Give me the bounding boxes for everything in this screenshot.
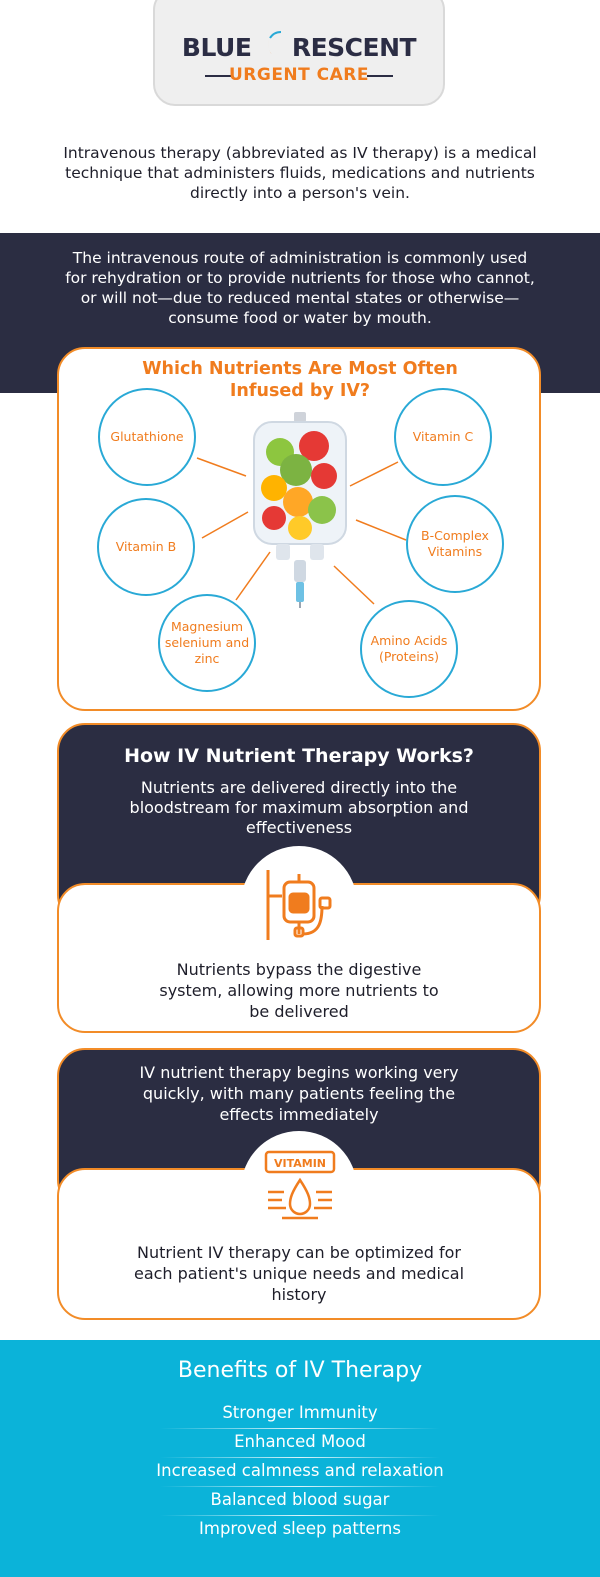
vitamin-label: VITAMIN	[274, 1157, 326, 1170]
nutrients-title: Which Nutrients Are Most Often Infused b…	[142, 359, 458, 401]
benefit-divider	[160, 1428, 440, 1429]
brand-left: BLUE	[181, 33, 252, 62]
benefit-item: Improved sleep patterns	[199, 1519, 401, 1538]
route-text: The intravenous route of administration …	[65, 249, 535, 327]
logo-divider-left	[205, 75, 231, 77]
how-it-works-title: How IV Nutrient Therapy Works?	[124, 745, 474, 767]
nutrient-amino-acids: Amino Acids (Proteins)	[360, 600, 458, 698]
logo-divider-right	[367, 75, 393, 77]
iv-bag-fruit-icon	[240, 410, 360, 610]
nutrient-vitamin-b: Vitamin B	[97, 498, 195, 596]
benefits-title: Benefits of IV Therapy	[177, 1358, 423, 1383]
nutrient-glutathione: Glutathione	[98, 388, 196, 486]
icon-bubble	[241, 1131, 357, 1247]
logo-badge: BLUE RESCENT URGENT CARE	[153, 0, 445, 106]
how-point-2: Nutrients bypass the digestive system, a…	[159, 960, 439, 1021]
how-point-4: Nutrient IV therapy can be optimized for…	[133, 1243, 465, 1304]
benefit-item: Stronger Immunity	[222, 1403, 378, 1422]
benefit-item: Balanced blood sugar	[210, 1490, 390, 1509]
nutrient-vitamin-c: Vitamin C	[394, 388, 492, 486]
nutrient-b-complex: B-Complex Vitamins	[406, 495, 504, 593]
vitamin-drop-icon: VITAMIN	[262, 1148, 338, 1224]
crescent-moon-icon	[251, 30, 291, 62]
benefits-section: Benefits of IV Therapy Stronger Immunity…	[0, 1340, 600, 1577]
benefit-item: Enhanced Mood	[234, 1432, 366, 1451]
benefit-item: Increased calmness and relaxation	[156, 1461, 444, 1480]
intro-text: Intravenous therapy (abbreviated as IV t…	[63, 144, 537, 202]
how-point-3: IV nutrient therapy begins working very …	[139, 1063, 459, 1124]
brand-name: BLUE RESCENT	[155, 30, 443, 62]
benefit-divider	[160, 1515, 440, 1516]
brand-right: RESCENT	[291, 33, 417, 62]
nutrient-magnesium: Magnesium selenium and zinc	[158, 594, 256, 692]
how-point-1: Nutrients are delivered directly into th…	[129, 778, 469, 837]
brand-subtitle: URGENT CARE	[228, 65, 370, 85]
iv-stand-icon	[262, 868, 338, 944]
benefit-divider	[160, 1457, 440, 1458]
benefit-divider	[160, 1486, 440, 1487]
